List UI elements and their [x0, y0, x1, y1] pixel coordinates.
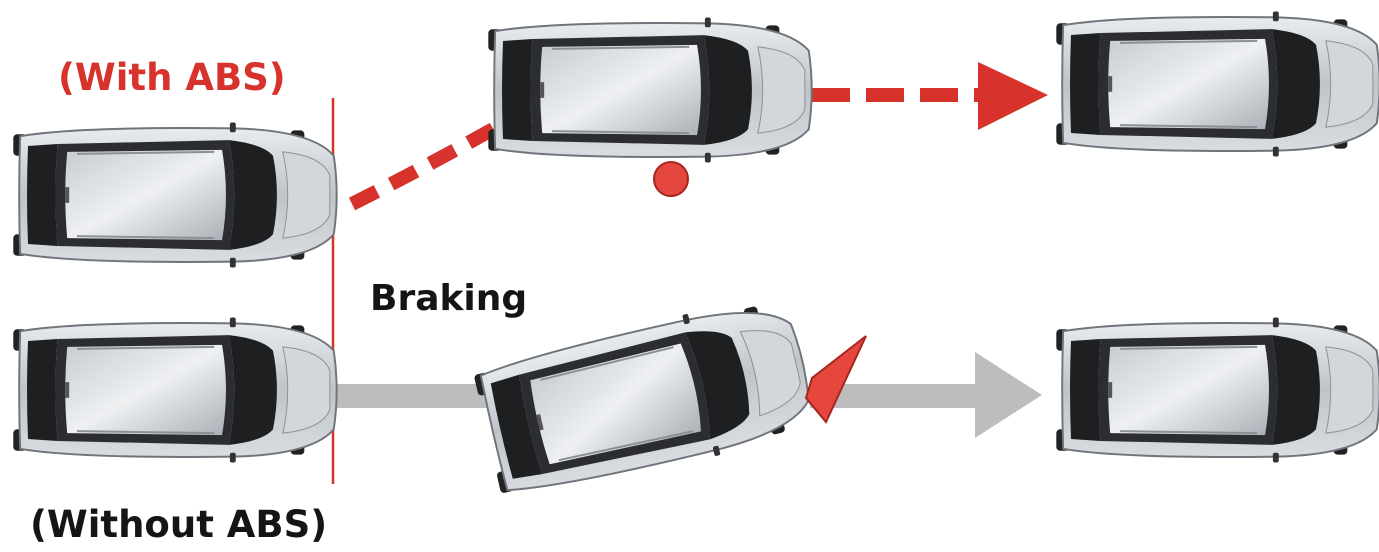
obstacle-avoided-icon: [654, 162, 688, 196]
without-abs-label: (Without ABS): [30, 503, 327, 546]
car-abs-end: [1056, 11, 1379, 156]
no-abs-arrowhead: [975, 352, 1042, 438]
car-no-abs-skidding: [471, 291, 819, 505]
with-abs-label: (With ABS): [58, 56, 286, 99]
car-abs-middle: [488, 17, 811, 162]
abs-arrowhead: [978, 62, 1048, 130]
car-no-abs-end: [1056, 317, 1379, 462]
car-abs-start: [13, 122, 336, 267]
obstacle-hit-icon: [806, 336, 866, 422]
braking-label: Braking: [370, 278, 527, 319]
car-no-abs-start: [13, 317, 336, 462]
